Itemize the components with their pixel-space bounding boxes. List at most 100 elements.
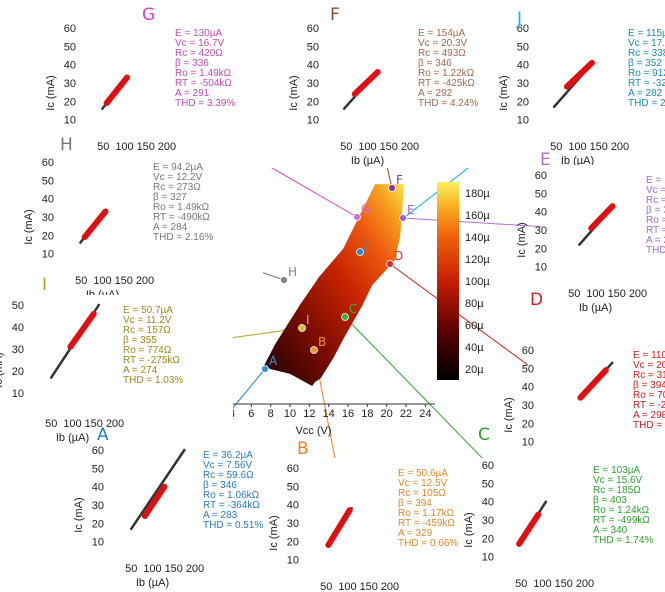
colorbar-tick-label: 140µ bbox=[465, 232, 490, 244]
colorbar-tick-label: 80µ bbox=[465, 298, 484, 310]
y-tick-label: 50 bbox=[12, 300, 24, 312]
y-axis-title: Ic (mA) bbox=[0, 352, 5, 387]
param-line: Vc = 16.7V bbox=[175, 38, 225, 49]
param-line: THD = 0.66% bbox=[398, 538, 458, 549]
param-line: Ro = 701Ω bbox=[633, 390, 665, 401]
op-label-E: E bbox=[407, 203, 415, 217]
param-line: Ro = 1.49kΩ bbox=[153, 202, 210, 213]
op-label-J: J bbox=[363, 237, 368, 251]
op-point-B bbox=[310, 346, 318, 354]
y-tick-label: 50 bbox=[92, 463, 104, 475]
signal-segment bbox=[103, 74, 131, 107]
x-tick-label: 150 bbox=[115, 275, 133, 287]
param-line: β = 366 bbox=[646, 205, 665, 216]
param-line: β = 394 bbox=[398, 498, 432, 509]
heatmap-region bbox=[263, 184, 405, 386]
x-axis-title: Ib (µA) bbox=[351, 155, 384, 167]
y-tick-label: 40 bbox=[64, 60, 76, 72]
param-line: THD = 3.39% bbox=[175, 98, 235, 109]
y-tick-label: 30 bbox=[517, 78, 529, 90]
x-tick-label: 150 bbox=[360, 581, 378, 592]
x-tick-label: 200 bbox=[381, 581, 399, 592]
param-line: Rc = 59.6Ω bbox=[203, 470, 254, 481]
param-line: Vc = 20.1V bbox=[633, 360, 665, 371]
y-axis-title: Ic (mA) bbox=[288, 75, 300, 110]
param-line: β = 394 bbox=[633, 380, 665, 391]
x-tick-label: 22 bbox=[400, 408, 412, 420]
y-tick-label: 40 bbox=[12, 322, 24, 334]
param-line: E = 50.6µA bbox=[398, 468, 448, 479]
param-line: E = 130µA bbox=[175, 28, 223, 39]
panel-letter-G: G bbox=[142, 5, 155, 25]
op-point-H bbox=[280, 276, 288, 284]
param-line: Rc = 420Ω bbox=[175, 48, 223, 59]
param-line: E = 115µA bbox=[628, 28, 665, 39]
op-point-D bbox=[386, 260, 394, 268]
y-tick-label: 10 bbox=[307, 115, 319, 127]
x-tick-label: 200 bbox=[629, 288, 647, 300]
colorbar-tick-label: 20µ bbox=[465, 364, 484, 376]
param-line: RT = -275kΩ bbox=[123, 355, 180, 366]
param-line: RT = -499kΩ bbox=[593, 515, 650, 526]
param-line: RT = -490kΩ bbox=[153, 212, 210, 223]
panel-bg bbox=[488, 455, 665, 592]
x-tick-label: 100 bbox=[93, 275, 111, 287]
x-tick-label: 150 bbox=[137, 141, 155, 153]
y-tick-label: 20 bbox=[287, 536, 299, 548]
y-tick-label: 20 bbox=[64, 96, 76, 108]
panel-bg bbox=[313, 18, 528, 168]
x-tick-label: 14 bbox=[323, 408, 335, 420]
x-tick-label: 150 bbox=[555, 578, 573, 590]
param-line: Rc = 338Ω bbox=[628, 48, 665, 59]
central-heatmap-chart: 4681012141618202224Vcc (V)Rc (Ohms)20µ40… bbox=[188, 173, 490, 437]
param-line: THD = 4.24% bbox=[418, 98, 478, 109]
param-line: β = 327 bbox=[153, 192, 187, 203]
x-tick-label: 200 bbox=[136, 275, 154, 287]
y-tick-label: 50 bbox=[482, 478, 494, 490]
y-tick-label: 60 bbox=[287, 463, 299, 475]
signal-segment bbox=[81, 208, 109, 241]
panel-letter-B: B bbox=[297, 439, 309, 459]
signal-segment bbox=[563, 59, 595, 90]
x-tick-label: 20 bbox=[381, 408, 393, 420]
param-line: E = 154µA bbox=[418, 28, 466, 39]
signal-segment bbox=[325, 507, 353, 548]
param-line: RT = -504kΩ bbox=[175, 78, 232, 89]
panel-letter-F: F bbox=[330, 5, 340, 25]
x-tick-label: 100 bbox=[358, 141, 376, 153]
param-line: Rc = 310Ω bbox=[633, 370, 665, 381]
y-tick-label: 60 bbox=[535, 170, 547, 182]
y-tick-label: 50 bbox=[307, 41, 319, 53]
y-tick-label: 30 bbox=[482, 515, 494, 527]
y-tick-label: 60 bbox=[522, 345, 534, 357]
param-line: Ro = 1.06kΩ bbox=[203, 490, 260, 501]
x-tick-label: 50 bbox=[340, 141, 352, 153]
param-line: A = 340 bbox=[593, 525, 628, 536]
op-point-I bbox=[298, 324, 306, 332]
op-point-A bbox=[261, 365, 269, 373]
y-axis-title: Ic (mA) bbox=[73, 497, 85, 532]
panel-bg bbox=[523, 18, 665, 168]
bias-line bbox=[130, 448, 186, 531]
y-tick-label: 50 bbox=[517, 41, 529, 53]
x-tick-label: 12 bbox=[303, 408, 315, 420]
x-tick-label: 18 bbox=[361, 408, 373, 420]
panel-bg bbox=[541, 165, 665, 315]
panel-bg bbox=[98, 440, 313, 590]
param-line: RT = -322kΩ bbox=[628, 78, 665, 89]
param-line: RT = -288kΩ bbox=[646, 225, 665, 236]
x-tick-label: 200 bbox=[158, 141, 176, 153]
x-tick-label: 200 bbox=[611, 141, 629, 153]
panel-letter-D: D bbox=[530, 290, 543, 310]
y-tick-label: 40 bbox=[522, 382, 534, 394]
x-tick-label: 100 bbox=[586, 288, 604, 300]
x-tick-label: 150 bbox=[165, 563, 183, 575]
param-line: A = 329 bbox=[398, 528, 433, 539]
y-axis-title: Ic (mA) bbox=[516, 222, 528, 257]
